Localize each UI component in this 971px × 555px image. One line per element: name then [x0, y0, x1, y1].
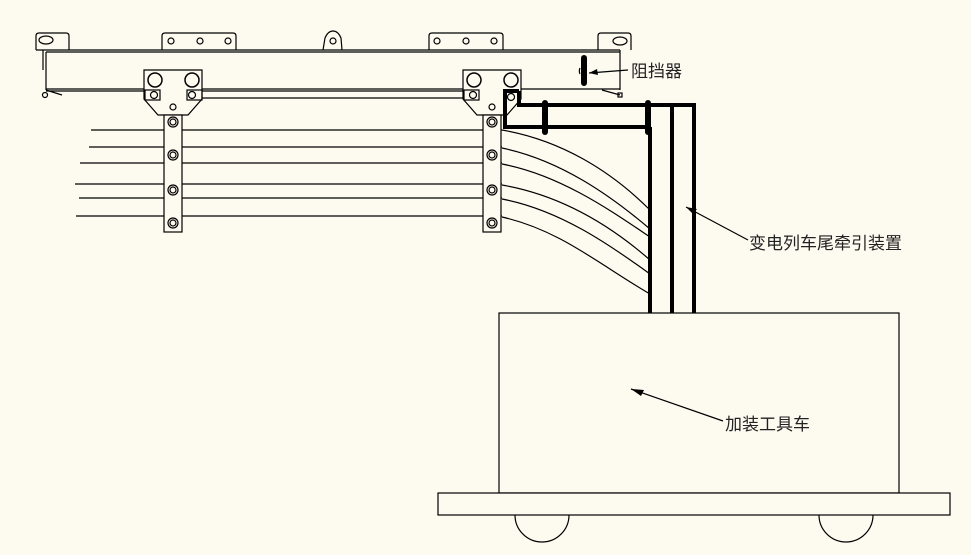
hex-bolt-icon: [167, 149, 179, 161]
slot-hole: [38, 35, 54, 45]
bolt-hole: [169, 103, 177, 111]
hex-bolt-icon: [167, 217, 179, 229]
hex-bolt-icon: [486, 217, 498, 229]
bolt-hole: [506, 92, 516, 102]
rail-beam: [35, 30, 632, 99]
bolt-hole: [187, 90, 197, 100]
trolley-body: [143, 69, 203, 116]
cable: [501, 184, 651, 261]
bolt-hole: [329, 37, 337, 45]
tow-clamp: [645, 100, 651, 135]
trolley-left: [143, 69, 203, 233]
tool-cart: [437, 312, 951, 543]
arrow-head-icon: [686, 207, 697, 214]
cart-platform: [437, 492, 951, 516]
bolt-hole: [433, 37, 441, 45]
cable: [501, 163, 651, 238]
bolt-hole: [196, 37, 204, 45]
towing-device: [503, 89, 749, 313]
beam-bracket: [597, 32, 632, 50]
beam-bracket: [161, 32, 237, 50]
bolt-hole: [490, 37, 498, 45]
beam-bracket: [428, 32, 504, 50]
bolt-hole: [224, 37, 232, 45]
cable: [501, 198, 651, 275]
end-pin: [41, 91, 49, 99]
bolt-hole: [488, 103, 496, 111]
cart-wheel: [818, 514, 874, 543]
cable-clamp-strip: [482, 114, 502, 233]
stopper-plate: [581, 55, 587, 86]
bolt-hole: [462, 37, 470, 45]
hex-bolt-icon: [486, 116, 498, 128]
cable-bundle: [75, 129, 651, 295]
trolley-lug: [463, 89, 480, 101]
bolt-hole: [468, 90, 478, 100]
stopper-label: 阻挡器: [631, 62, 682, 82]
hex-bolt-icon: [486, 149, 498, 161]
hex-bolt-icon: [167, 184, 179, 196]
bolt-hole: [167, 37, 175, 45]
arrow-head-icon: [631, 389, 644, 396]
trolley-lug: [144, 89, 161, 101]
hex-bolt-icon: [486, 184, 498, 196]
trolley-lug: [186, 89, 203, 101]
cart-leader: [630, 388, 724, 422]
towing-leader: [685, 206, 749, 241]
cable: [501, 216, 651, 295]
cable: [501, 147, 651, 230]
tool-cart-label: 加装工具车: [725, 415, 810, 435]
roller-wheel: [503, 72, 519, 88]
tow-arm-lower: [503, 89, 648, 129]
roller-wheel: [466, 72, 482, 88]
cart-wheel: [514, 514, 570, 543]
slot-hole: [612, 36, 628, 46]
cart-box: [498, 312, 900, 494]
roller-wheel: [147, 72, 163, 88]
tow-clamp: [542, 100, 548, 135]
beam-bracket: [322, 30, 343, 51]
arrow-head-icon: [589, 69, 598, 75]
stopper-pin: [578, 67, 581, 75]
cable-clamp-strip: [163, 114, 183, 233]
stopper: [578, 55, 629, 86]
towing-device-label: 变电列车尾牵引装置: [749, 234, 902, 254]
cable: [501, 129, 651, 211]
hex-bolt-icon: [167, 116, 179, 128]
bolt-hole: [149, 90, 159, 100]
end-pin: [617, 92, 623, 98]
roller-wheel: [184, 72, 200, 88]
